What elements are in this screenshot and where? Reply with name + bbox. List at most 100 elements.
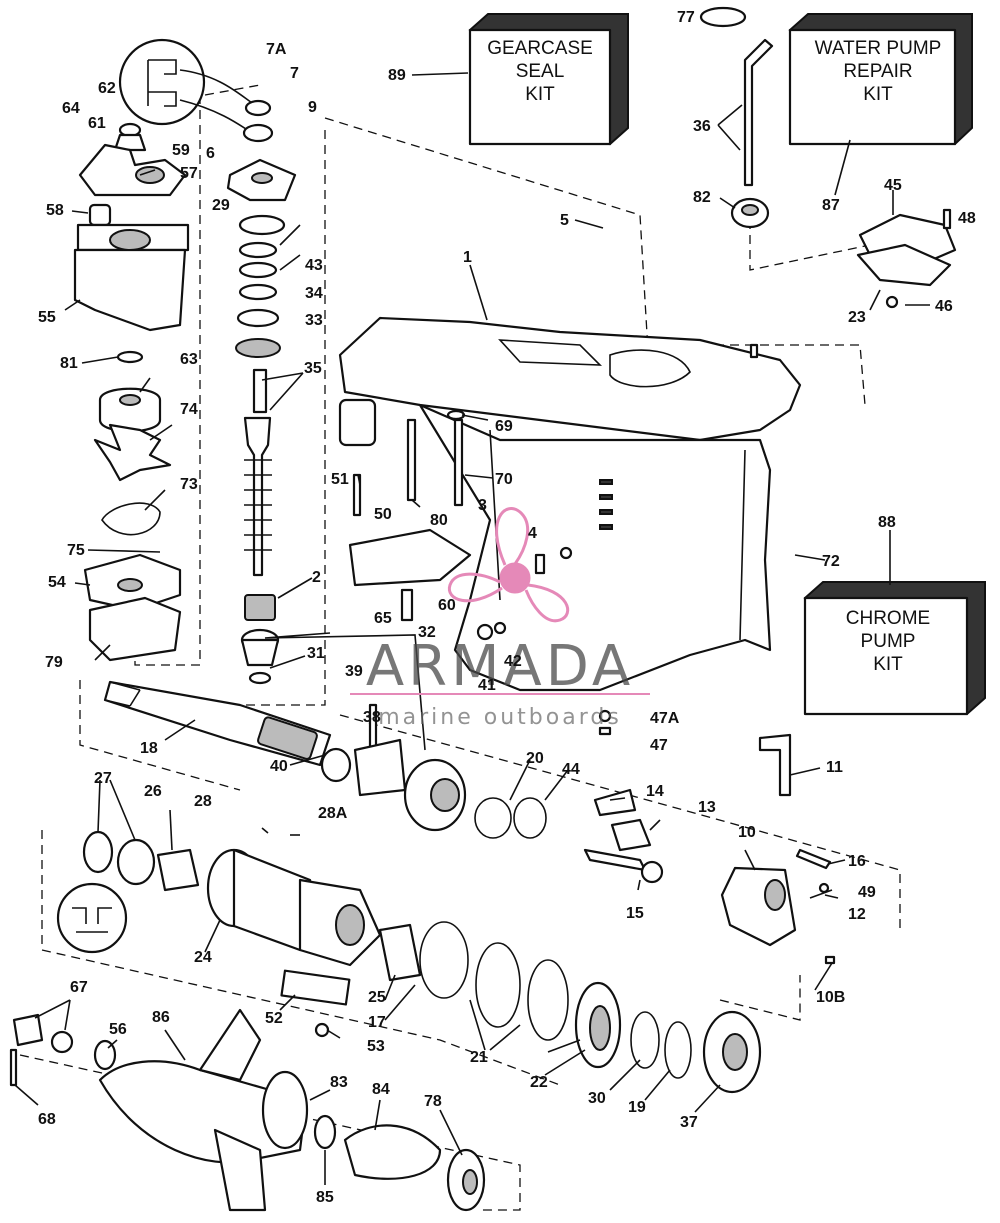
propshaft-boundary [79,680,901,930]
callout-13: 13 [698,799,716,816]
callout-38: 38 [363,709,381,726]
callout-52: 52 [265,1010,283,1027]
callout-58: 58 [46,202,64,219]
kit-line: GEARCASE [487,38,593,59]
callout-9: 9 [308,99,317,116]
callout-19: 19 [628,1099,646,1116]
callout-labels: 89 87 88 1 2 3 4 5 6 7 7A 9 10 10B 11 12… [38,9,976,1206]
callout-43: 43 [305,257,323,274]
callout-64: 64 [62,100,80,117]
callout-70: 70 [495,471,513,488]
callout-5: 5 [560,212,569,229]
callout-40: 40 [270,758,288,775]
callout-12: 12 [848,906,866,923]
shift-linkage-parts [583,733,836,965]
propshaft-parts [103,680,547,839]
callout-47a: 47A [650,710,680,727]
seal-detail-circle [118,38,206,126]
callout-10: 10 [738,824,756,841]
callout-89: 89 [388,67,406,84]
callout-30: 30 [588,1090,606,1107]
callout-29: 29 [212,197,230,214]
callout-85: 85 [316,1189,334,1206]
callout-46: 46 [935,298,953,315]
callout-56: 56 [109,1021,127,1038]
callout-60: 60 [438,597,456,614]
callout-25: 25 [368,989,386,1006]
gearcase-seal-kit-box: GEARCASE SEAL KIT [468,13,629,146]
kit-line: CHROME [846,608,930,629]
callout-24: 24 [194,949,212,966]
callout-44: 44 [562,761,580,778]
callout-1: 1 [463,249,472,266]
leader-lines [14,72,930,1185]
callout-65: 65 [374,610,392,627]
callout-2: 2 [312,569,321,586]
callout-26: 26 [144,783,162,800]
callout-50: 50 [374,506,392,523]
callout-32: 32 [418,624,436,641]
callout-49: 49 [858,884,876,901]
bearing-housing-boundary [41,830,801,1086]
armada-watermark: ARMADA marine outboards [350,507,650,730]
callout-34: 34 [305,285,323,302]
callout-42: 42 [504,653,522,670]
callout-41: 41 [478,677,496,694]
callout-17: 17 [368,1014,386,1031]
callout-59: 59 [172,142,190,159]
callout-55: 55 [38,309,56,326]
callout-84: 84 [372,1081,390,1098]
gearcase-top-boundary [324,117,651,386]
callout-62: 62 [98,80,116,97]
vent-slots [599,479,613,530]
callout-7a: 7A [266,41,287,58]
watermark-brand: ARMADA [366,634,634,699]
water-pump-repair-kit-box: WATER PUMP REPAIR KIT [788,13,973,146]
mid-parts [338,398,612,736]
kit-line: KIT [873,654,903,675]
propeller-parts [9,1008,486,1212]
callout-72: 72 [822,553,840,570]
chrome-pump-kit-box: CHROME PUMP KIT [803,581,986,716]
callout-79: 79 [45,654,63,671]
callout-11: 11 [826,759,843,776]
callout-6: 6 [206,145,215,162]
watermark-tagline: marine outboards [378,705,622,730]
callout-28a: 28A [318,805,348,822]
driveshaft-boundary [204,84,326,706]
water-pump-parts [73,38,256,662]
kit-line: PUMP [861,631,916,652]
callout-75: 75 [67,542,85,559]
callout-20: 20 [526,750,544,767]
callout-18: 18 [140,740,158,757]
callout-16: 16 [848,853,866,870]
callout-28: 28 [194,793,212,810]
callout-53: 53 [367,1038,385,1055]
gearcase-housing [338,316,802,692]
propeller-logo [447,507,570,623]
callout-48: 48 [958,210,976,227]
kit-line: REPAIR [843,61,912,82]
callout-83: 83 [330,1074,348,1091]
callout-67: 67 [70,979,88,996]
callout-35: 35 [304,360,322,377]
callout-31: 31 [307,645,325,662]
callout-10b: 10B [816,989,845,1006]
callout-36: 36 [693,118,711,135]
kit-line: SEAL [516,61,565,82]
callout-82: 82 [693,189,711,206]
callout-3: 3 [478,497,487,514]
callout-45: 45 [884,177,902,194]
callout-61: 61 [88,115,106,132]
driveshaft-parts [226,99,297,685]
callout-21: 21 [470,1049,488,1066]
callout-57: 57 [180,165,198,182]
callout-68: 68 [38,1111,56,1128]
callout-88: 88 [878,514,896,531]
callout-80: 80 [430,512,448,529]
callout-51: 51 [331,471,349,488]
callout-15: 15 [626,905,644,922]
callout-23: 23 [848,309,866,326]
